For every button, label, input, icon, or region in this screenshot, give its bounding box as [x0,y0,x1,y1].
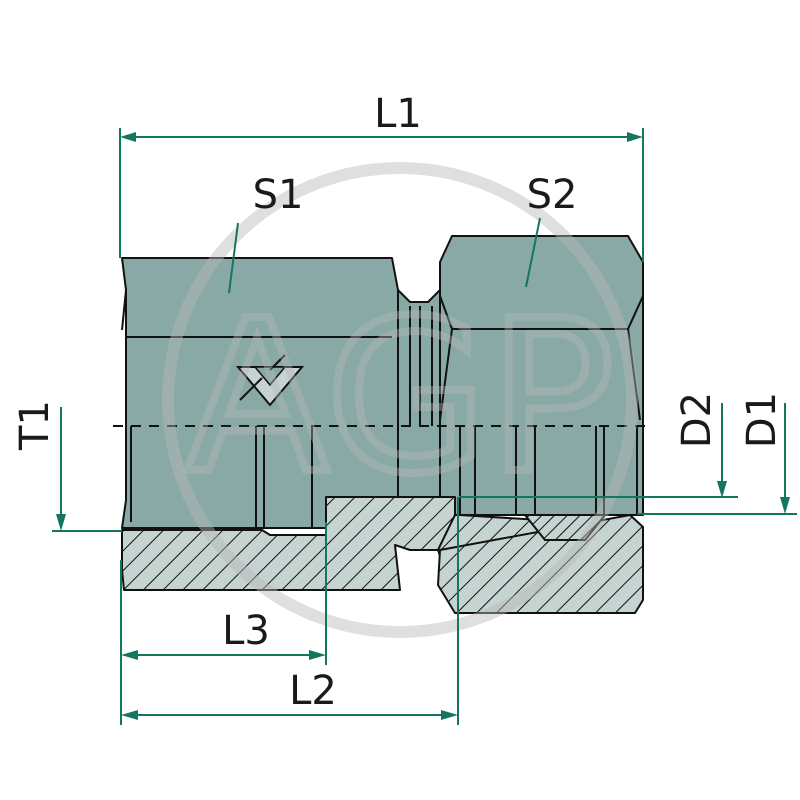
section-view [121,496,644,614]
dimension-l1: L1 [119,91,644,262]
label-l3: L3 [222,608,270,654]
neck [397,289,441,531]
dimension-t1: T1 [12,400,122,532]
label-s1: S1 [253,172,304,218]
thread-lines [130,426,638,528]
dimension-d1: D1 [637,392,797,515]
leader-s1: S1 [228,172,304,294]
dimension-d2: D2 [459,392,738,498]
svg-text:AGP: AGP [185,275,614,520]
brand-logo-icon [235,354,305,407]
watermark: AGP [162,162,638,638]
label-l2: L2 [289,668,337,714]
label-s2: S2 [527,172,578,218]
dimension-l2: L2 [121,497,459,725]
label-d2: D2 [674,392,720,448]
label-t1: T1 [12,400,58,451]
dimension-l3: L3 [120,522,327,725]
leader-s2: S2 [525,172,578,288]
label-d1: D1 [739,392,785,448]
label-l1: L1 [374,91,422,137]
